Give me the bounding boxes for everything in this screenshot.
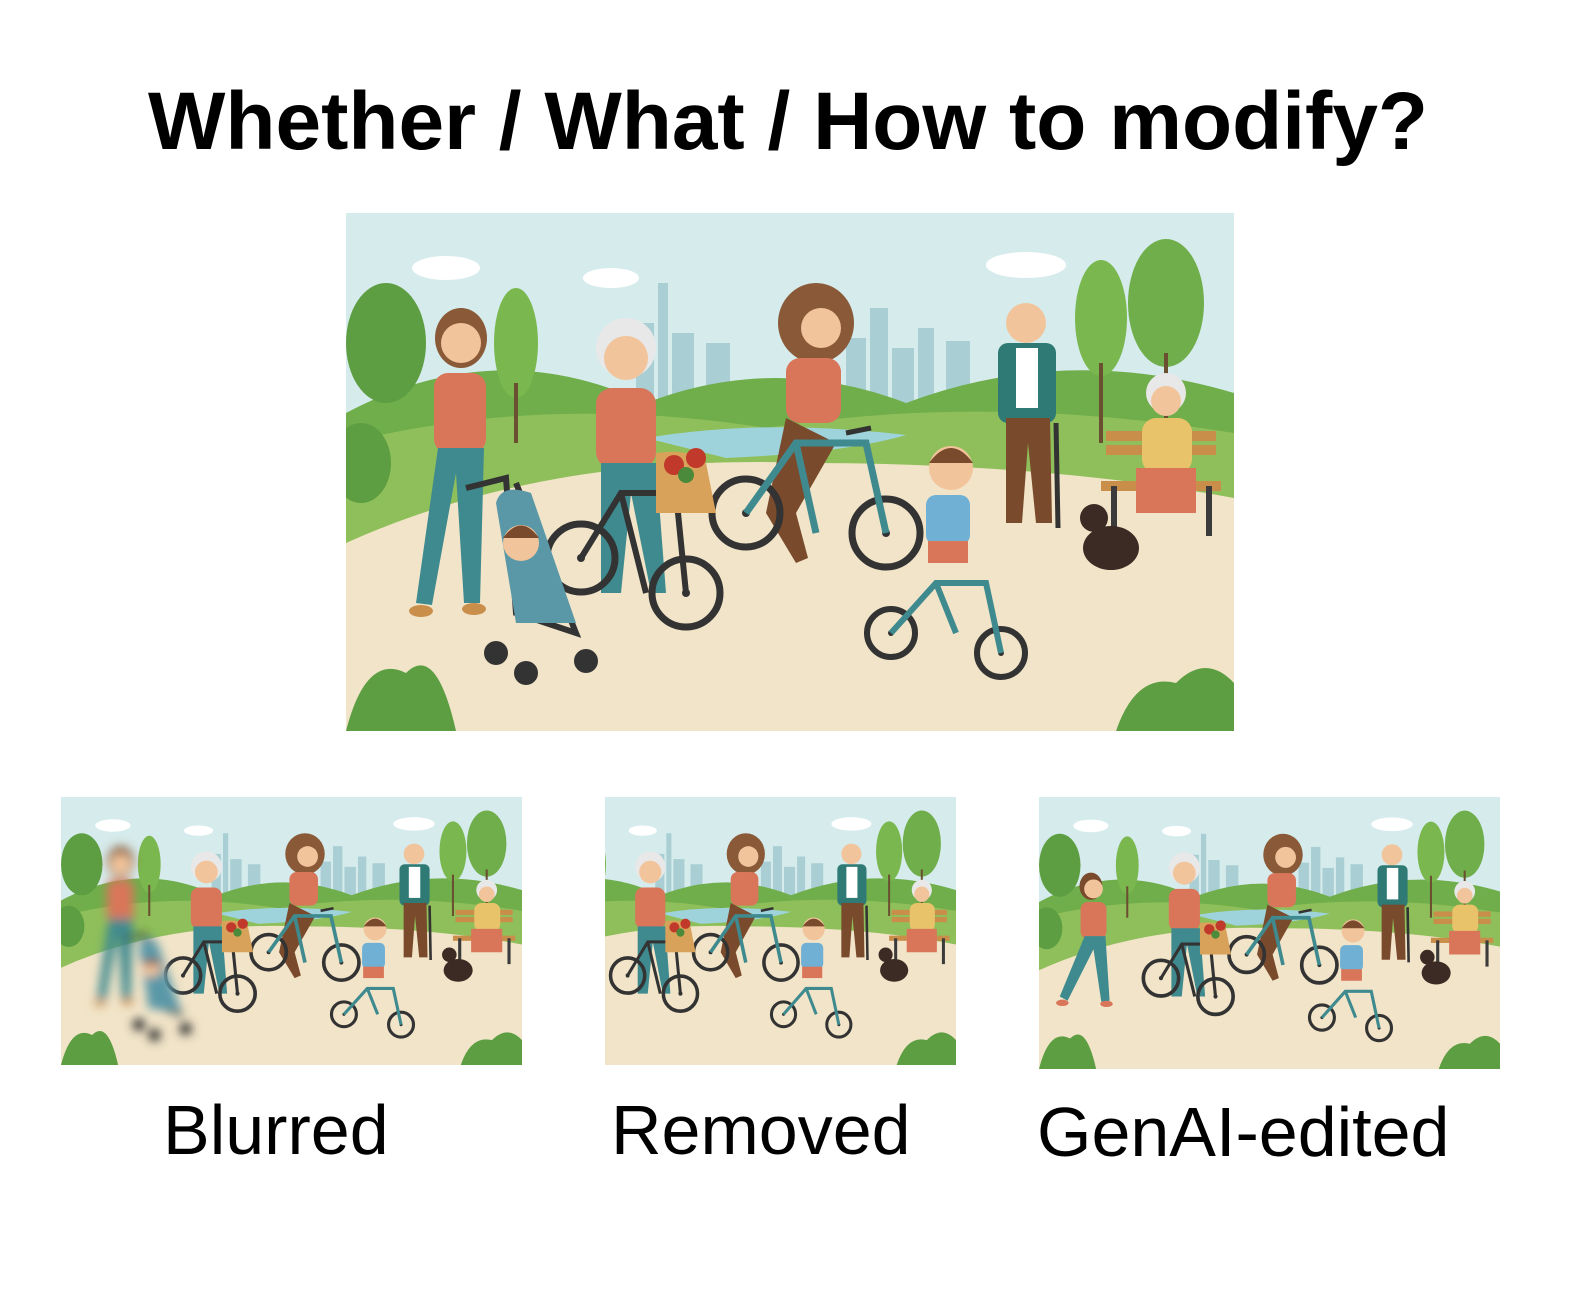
original-image-panel <box>346 213 1234 731</box>
park-family-illustration <box>346 213 1234 731</box>
blurred-image-panel <box>61 797 522 1065</box>
page-title: Whether / What / How to modify? <box>148 76 1429 167</box>
genai-edited-image-panel <box>1039 797 1500 1069</box>
caption-genai-edited: GenAI-edited <box>1037 1093 1450 1171</box>
caption-blurred: Blurred <box>163 1091 389 1169</box>
removed-image-panel <box>605 797 956 1065</box>
park-family-illustration-removed <box>605 797 956 1065</box>
caption-removed: Removed <box>611 1091 911 1169</box>
park-family-illustration-blurred <box>61 797 522 1065</box>
generated-jogger <box>1056 872 1113 1008</box>
park-family-illustration-genai-edited <box>1039 797 1500 1069</box>
